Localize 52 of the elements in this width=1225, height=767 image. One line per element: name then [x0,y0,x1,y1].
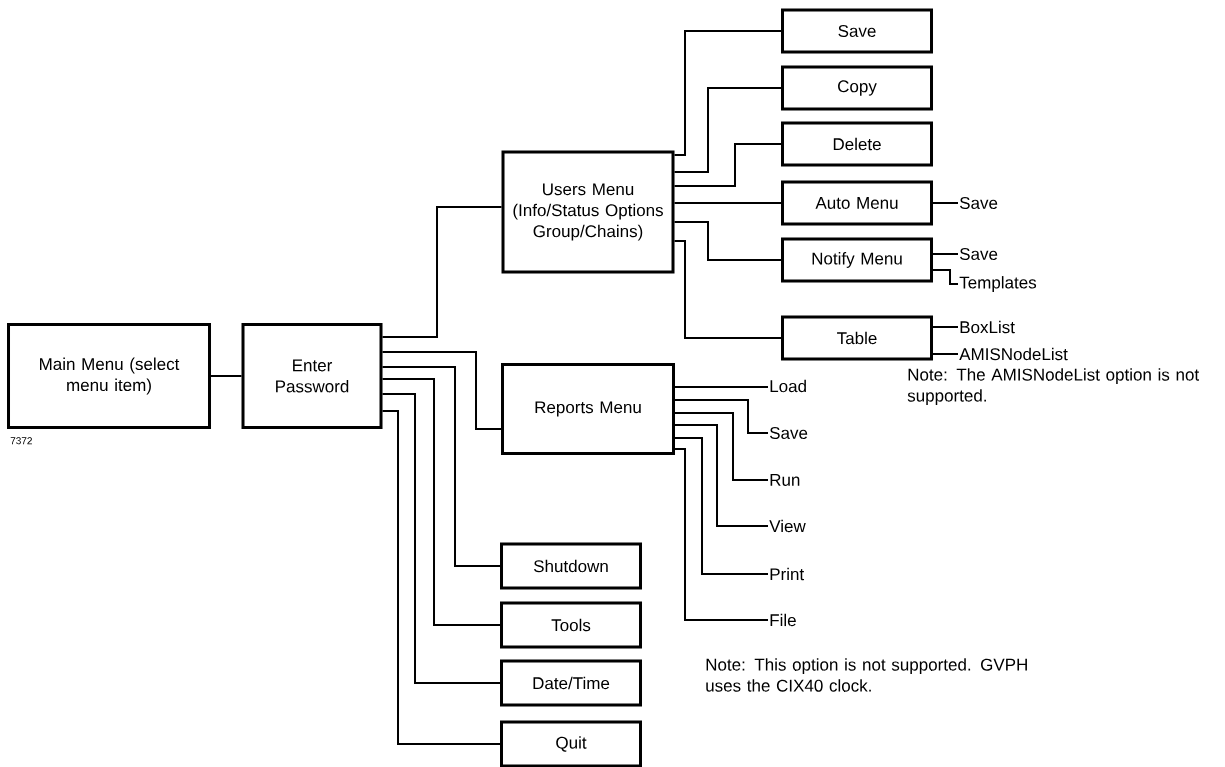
menu-box: Delete [781,121,933,167]
menu-box: Auto Menu [781,180,933,226]
menu-box: Reports Menu [501,363,675,455]
connector-line [932,202,959,204]
menu-option: Save [960,196,998,209]
connector-line [932,353,959,355]
menu-box: Date/Time [500,659,642,707]
menu-box: Enter Password [241,323,383,429]
menu-option: Load [770,379,806,393]
connector-line [381,206,503,338]
connector-line [210,375,243,377]
connector-line [673,143,782,187]
connector-line [674,448,769,621]
connector-line [674,412,769,481]
menu-box: Save [781,8,933,54]
menu-box: Shutdown [500,542,642,590]
menu-box: Table [781,315,933,361]
connector-line [674,437,769,575]
connector-line [673,30,782,156]
connector-line [381,351,502,430]
menu-option: Run [770,474,800,486]
connector-line [932,253,959,255]
note-text: Note: This option is not supported. GVPH uses the CIX40 clock. [706,658,1027,692]
menu-box: Notify Menu [781,237,933,283]
figure-number: 7372 [10,437,32,445]
connector-line [381,366,501,567]
connector-line [932,269,959,285]
connector-line [673,240,782,339]
connector-line [932,326,959,328]
connector-line [674,424,769,527]
menu-option: Save [770,426,808,439]
note-text: Note: The AMISNodeList option is not supported. [907,368,1199,406]
menu-option: File [770,613,796,627]
connector-line [674,399,769,434]
connector-line [673,221,782,261]
menu-box: Users Menu (Info/Status Options Group/Chains) [501,150,675,274]
connector-line [381,410,501,745]
connector-line [381,393,501,684]
menu-box: Tools [500,601,642,649]
menu-option: BoxList [960,320,1015,334]
menu-box: Main Menu (select menu item) [7,323,211,429]
menu-box: Quit [500,720,642,767]
menu-option: View [769,519,806,533]
connector-line [381,378,501,626]
menu-option: Save [960,248,998,260]
connector-line [673,202,782,204]
connector-line [673,87,782,173]
menu-box: Copy [781,65,933,111]
connector-line [674,386,769,388]
menu-option: Templates [959,276,1037,292]
menu-option: AMISNodeList [959,347,1068,361]
menu-option: Print [770,567,805,581]
